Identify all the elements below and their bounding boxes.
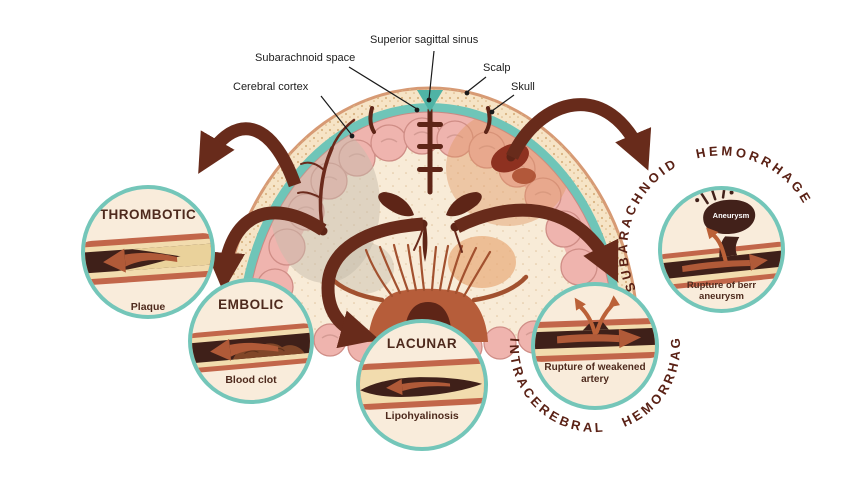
arrow-to-intracerebral — [454, 203, 619, 283]
arrow-to-subarachnoid — [506, 98, 652, 171]
label-subarachnoid-space: Subarachnoid space — [255, 52, 356, 64]
intracerebral-circle: Rupture of weakened artery — [531, 282, 659, 410]
embolic-title: EMBOLIC — [218, 297, 284, 312]
lacunar-title: LACUNAR — [386, 336, 458, 351]
lacunar-caption: Lipohyalinosis — [385, 410, 459, 422]
leader-lines — [320, 50, 515, 139]
midline-fissure — [368, 106, 492, 195]
lacunar-artery-illustration — [360, 358, 484, 410]
subarachnoid-artery-illustration — [662, 190, 781, 290]
aneurysm-label: Aneurysm — [712, 211, 750, 220]
embolic-circle: EMBOLIC Blood clot — [188, 278, 314, 404]
thrombotic-circle: THROMBOTIC Plaque — [81, 185, 215, 319]
label-cerebral-cortex: Cerebral cortex — [233, 81, 309, 93]
intracerebral-artery-illustration — [535, 295, 655, 362]
thrombotic-title: THROMBOTIC — [99, 207, 197, 222]
thrombotic-artery-illustration — [85, 233, 211, 285]
label-scalp: Scalp — [483, 62, 511, 74]
label-superior-sagittal-sinus: Superior sagittal sinus — [370, 34, 479, 46]
subarachnoid-caption: Rupture of berr aneurysm — [686, 280, 757, 303]
lacunar-circle: LACUNAR Lipohyalinosis — [356, 319, 488, 451]
embolic-artery-illustration — [192, 323, 310, 373]
intracerebral-caption: Rupture of weakened artery — [544, 362, 646, 385]
arrow-to-lacunar — [321, 217, 424, 349]
subarachnoid-circle: Aneurysm Rupture of berr aneurysm — [658, 186, 785, 313]
lateral-ventricles — [378, 192, 482, 262]
embolic-caption: Blood clot — [225, 374, 277, 386]
arrow-to-embolic — [206, 206, 327, 292]
thrombotic-caption: Plaque — [130, 301, 166, 313]
label-skull: Skull — [511, 81, 535, 93]
arrow-to-thrombotic — [198, 122, 302, 188]
